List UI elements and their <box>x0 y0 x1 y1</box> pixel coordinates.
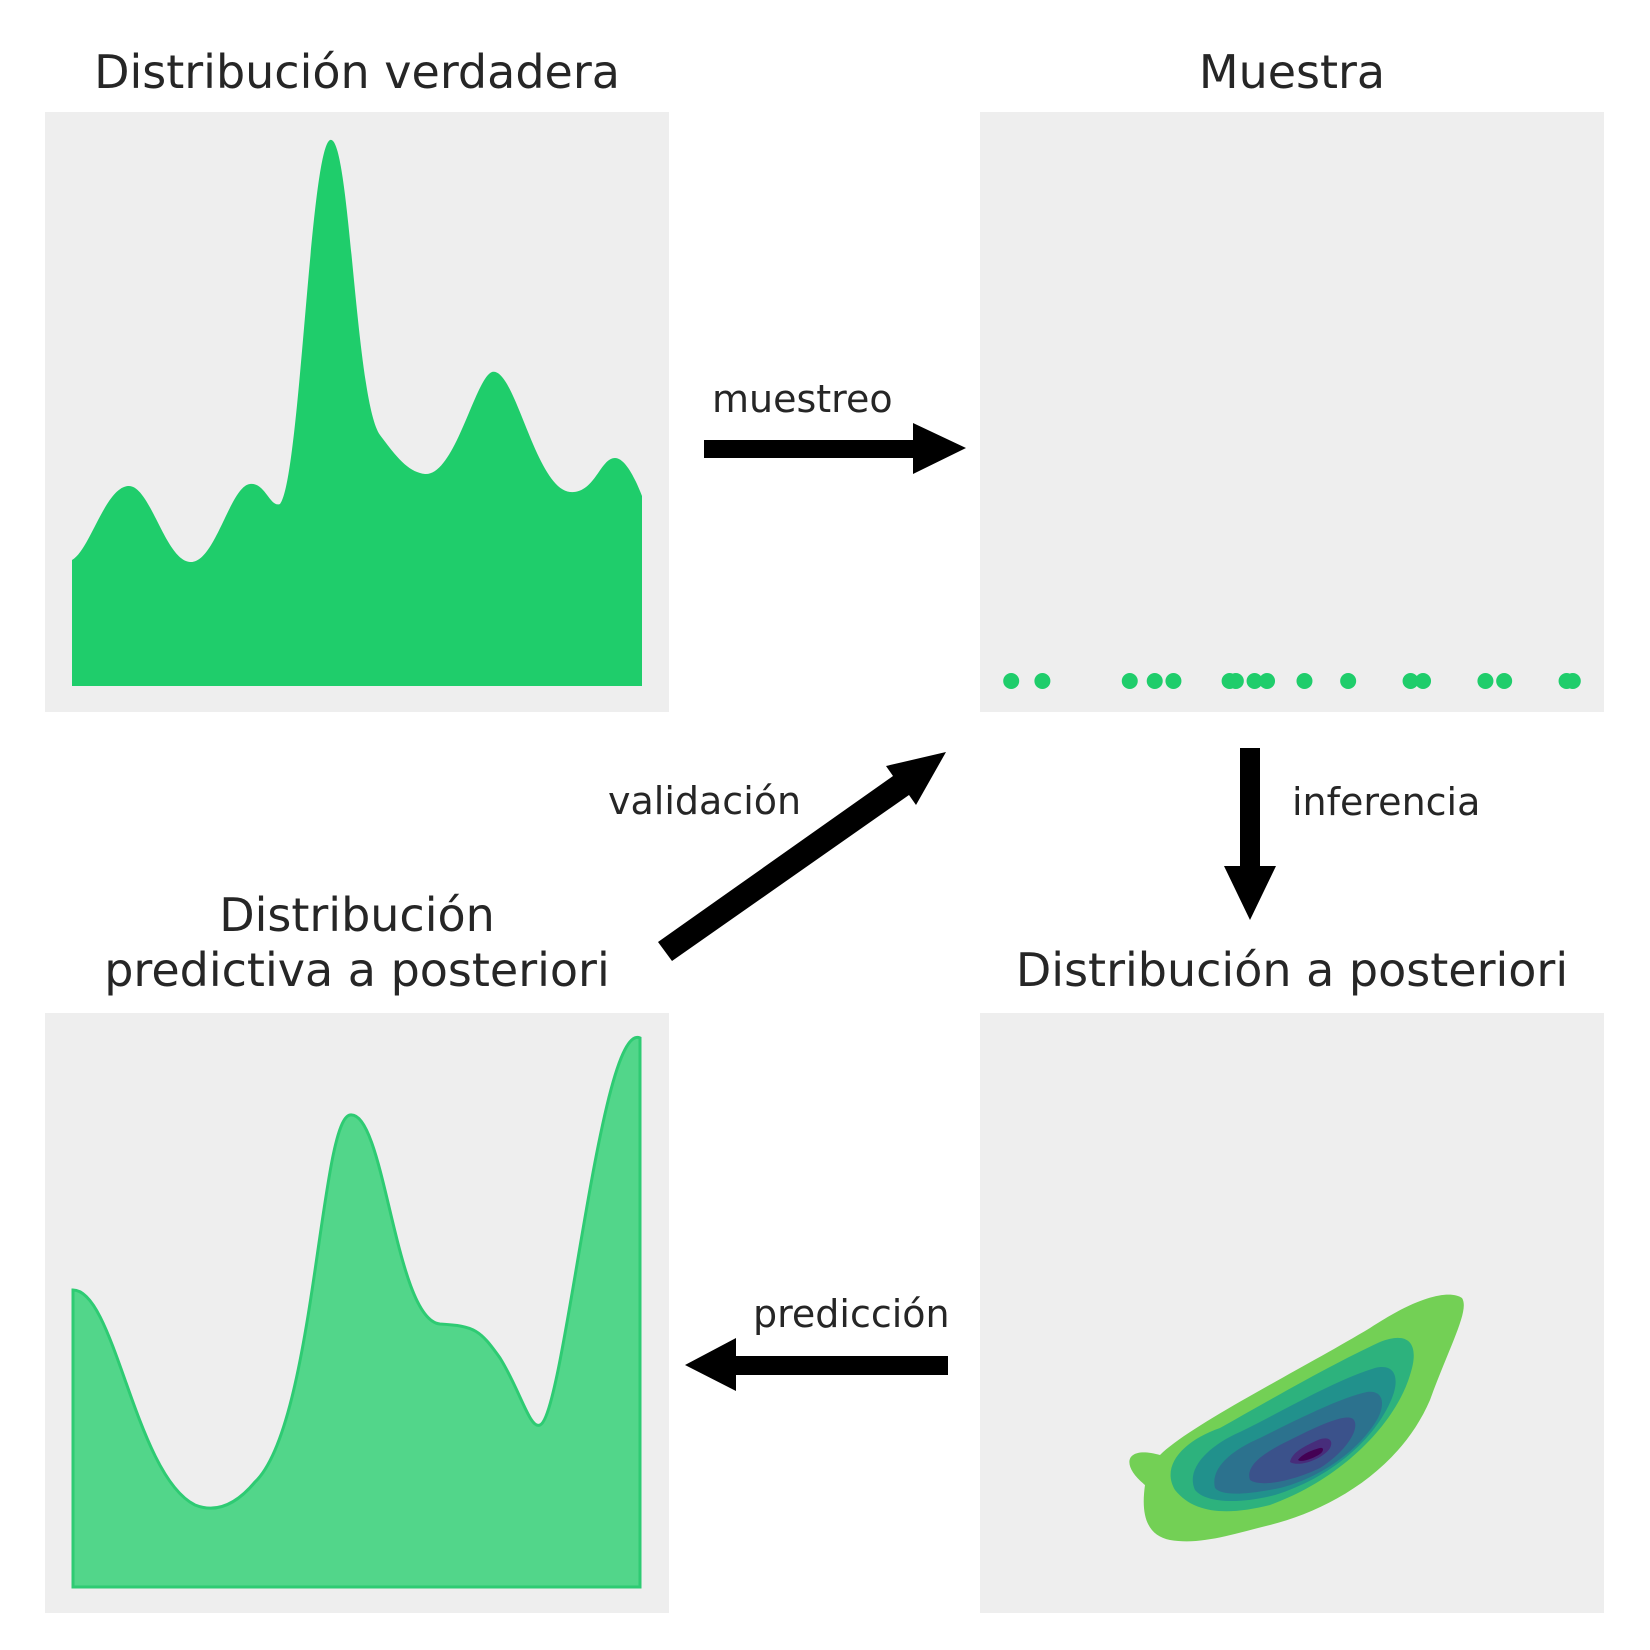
validation-label: validación <box>608 779 802 823</box>
inference-label: inferencia <box>1292 780 1481 824</box>
posterior-title: Distribución a posteriori <box>1015 943 1569 997</box>
sample-point <box>1259 673 1276 689</box>
sample-point <box>1165 673 1182 689</box>
sample-point <box>1496 673 1513 689</box>
sample-point <box>1121 673 1138 689</box>
true-distribution-area <box>72 139 642 686</box>
posterior-predictive-title-line1: Distribución <box>219 888 495 942</box>
posterior-contour-level-7 <box>1298 1447 1323 1461</box>
sample-points <box>1003 673 1581 689</box>
sampling-arrow <box>704 423 966 474</box>
true-distribution-title: Distribución verdadera <box>94 45 620 99</box>
prediction-label: predicción <box>753 1292 950 1336</box>
prediction-arrow <box>685 1338 948 1391</box>
posterior-contour <box>1129 1294 1464 1542</box>
sample-point <box>1415 673 1432 689</box>
validation-arrow <box>658 752 946 961</box>
sample-title: Muestra <box>1198 45 1386 99</box>
sample-point <box>1340 673 1357 689</box>
sample-panel <box>980 112 1604 712</box>
posterior-predictive-area <box>71 1036 642 1589</box>
posterior-predictive-title-line2: predictiva a posteriori <box>104 943 610 997</box>
sample-point <box>1146 673 1163 689</box>
sample-point <box>1227 673 1244 689</box>
inference-arrow <box>1224 748 1276 920</box>
sample-point <box>1564 673 1581 689</box>
sample-point <box>1034 673 1051 689</box>
sample-point <box>1402 673 1419 689</box>
sample-point <box>1296 673 1313 689</box>
sample-point <box>1246 673 1263 689</box>
sample-point <box>1477 673 1494 689</box>
sample-point <box>1003 673 1020 689</box>
sampling-label: muestreo <box>712 377 893 421</box>
